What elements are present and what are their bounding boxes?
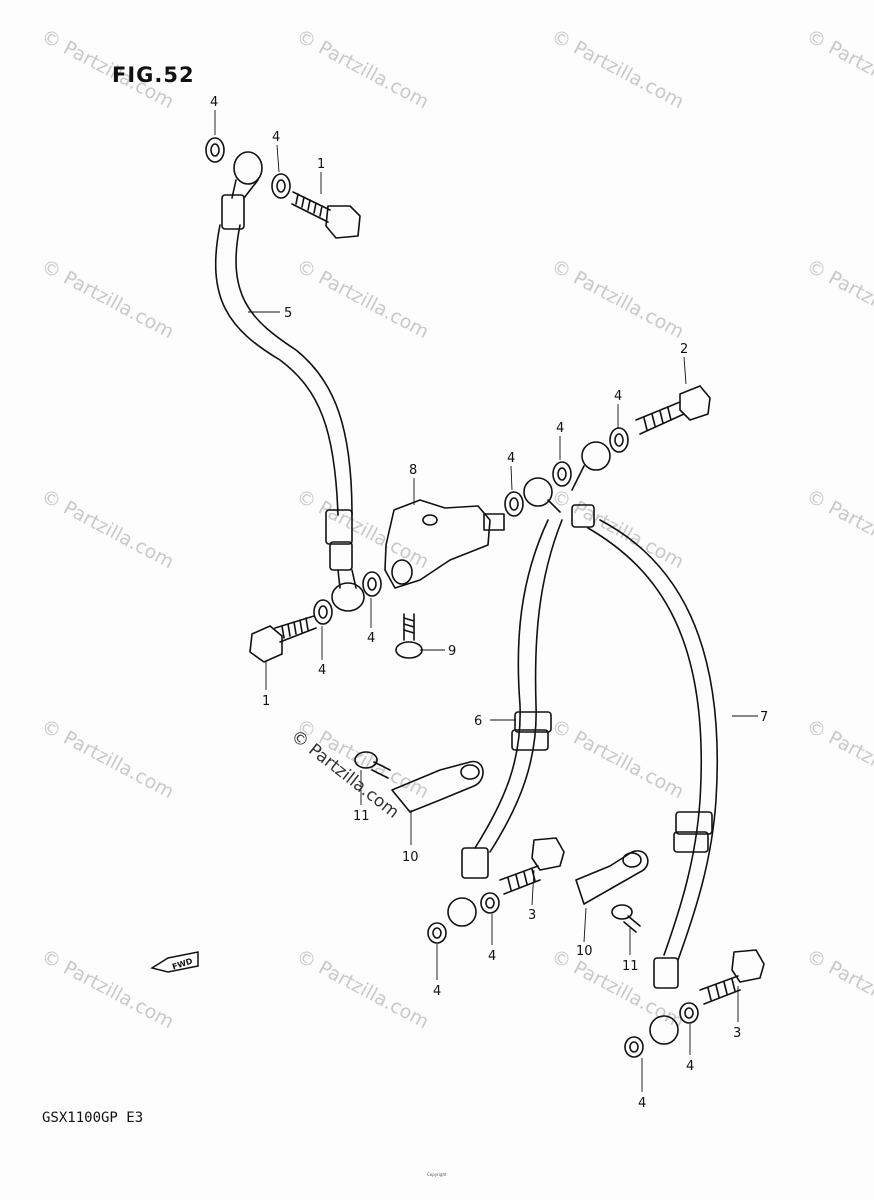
watermark-text: © Partzilla.com <box>548 25 688 113</box>
callout-10: 10 <box>576 944 593 959</box>
footer-copyright: Copyright <box>427 1172 447 1177</box>
forward-direction-marker: FWD <box>150 951 199 973</box>
union-bolt-1-bottom <box>249 615 317 663</box>
union-bolt-3-left <box>499 837 565 895</box>
callout-4: 4 <box>488 949 496 964</box>
brake-hose-5 <box>214 151 365 612</box>
callout-3: 3 <box>733 1026 741 1041</box>
watermark-text: © Partzilla.com <box>803 25 874 113</box>
callout-4: 4 <box>367 631 375 646</box>
watermark-text: © Partzilla.com <box>548 715 688 803</box>
callout-8: 8 <box>409 463 417 478</box>
callout-11: 11 <box>353 809 370 824</box>
hose-clamp-10-right <box>575 850 649 905</box>
watermark-text: © Partzilla.com <box>293 255 433 343</box>
callout-labels: 4 4 1 5 2 4 4 4 8 9 4 4 1 6 7 11 10 3 4 … <box>210 95 768 1111</box>
forward-arrow-icon <box>150 951 199 973</box>
model-code: GSX1100GP E3 <box>42 1110 143 1126</box>
callout-7: 7 <box>760 710 768 725</box>
bolt-11-left <box>354 751 391 779</box>
callout-4: 4 <box>272 130 280 145</box>
watermark-text: © Partzilla.com <box>803 945 874 1033</box>
figure-label: FIG.52 <box>112 63 195 87</box>
brake-hose-6 <box>447 519 563 927</box>
callout-4: 4 <box>433 984 441 999</box>
banjo-fitting-top <box>523 441 611 513</box>
union-bolt-2 <box>635 385 711 435</box>
watermark-text: © Partzilla.com <box>293 485 433 573</box>
callout-3: 3 <box>528 908 536 923</box>
bolt-11-right <box>611 904 641 933</box>
watermark-layer: © Partzilla.com © Partzilla.com © Partzill… <box>38 25 874 1033</box>
callout-4: 4 <box>318 663 326 678</box>
callout-4: 4 <box>210 95 218 110</box>
union-bolt-3-right <box>699 949 765 1005</box>
callout-6: 6 <box>474 714 482 729</box>
callout-4: 4 <box>614 389 622 404</box>
callout-1: 1 <box>262 694 270 709</box>
watermark-text: © Partzilla.com <box>38 715 178 803</box>
watermark-text: © Partzilla.com <box>803 715 874 803</box>
sealing-washers <box>205 137 699 1058</box>
watermark-text: © Partzilla.com <box>803 485 874 573</box>
callout-9: 9 <box>448 644 456 659</box>
callout-11: 11 <box>622 959 639 974</box>
callout-4: 4 <box>556 421 564 436</box>
callout-4: 4 <box>507 451 515 466</box>
union-bolt-1-top <box>291 191 361 239</box>
callout-2: 2 <box>680 342 688 357</box>
callout-leader-lines <box>214 110 758 1092</box>
watermark-text: © Partzilla.com <box>293 945 433 1033</box>
watermark-text: © Partzilla.com <box>38 255 178 343</box>
hose-clamp-10-left <box>391 760 484 813</box>
brake-hose-joint-8 <box>384 499 505 589</box>
brake-hose-7 <box>571 504 719 1045</box>
callout-5: 5 <box>284 306 292 321</box>
watermark-text: © Partzilla.com <box>548 485 688 573</box>
callout-4: 4 <box>686 1059 694 1074</box>
callout-4: 4 <box>638 1096 646 1111</box>
watermark-text: © Partzilla.com <box>293 25 433 113</box>
callout-1: 1 <box>317 157 325 172</box>
watermark-text: © Partzilla.com <box>548 255 688 343</box>
watermark-text: © Partzilla.com <box>803 255 874 343</box>
watermark-text: © Partzilla.com <box>38 945 178 1033</box>
callout-10: 10 <box>402 850 419 865</box>
watermark-text: © Partzilla.com <box>38 485 178 573</box>
bolt-9 <box>395 613 423 659</box>
